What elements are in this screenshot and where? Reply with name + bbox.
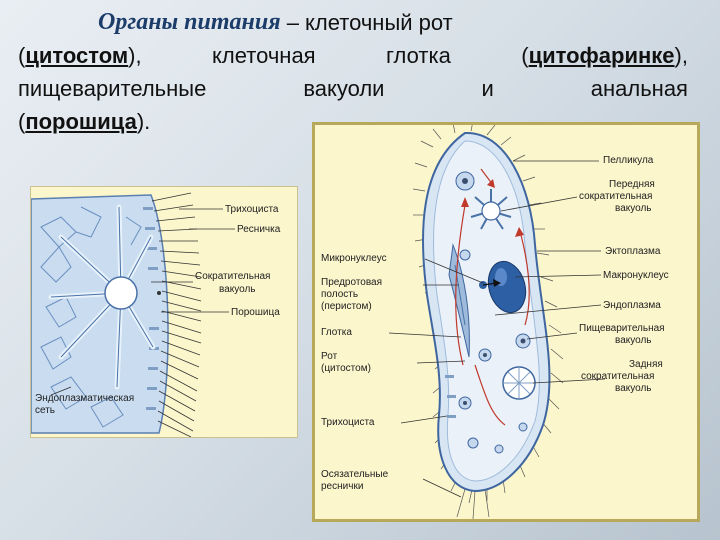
- label-preoral-1: Предротовая: [321, 277, 382, 288]
- label-ant-1: Передняя: [609, 179, 655, 190]
- paren-close: ),: [675, 43, 688, 68]
- term-cytopharynx: цитофаринке: [529, 43, 675, 68]
- paren-close: ).: [137, 105, 150, 138]
- word-i: и: [481, 72, 493, 105]
- label-post-1: Задняя: [629, 359, 663, 370]
- text-line-3: пищеварительные вакуоли и анальная: [18, 72, 688, 105]
- label-er-1: Эндоплазматическая: [35, 393, 134, 404]
- label-cv-2: вакуоль: [219, 284, 256, 295]
- label-ectoplasm: Эктоплазма: [605, 246, 661, 257]
- label-cv-1: Сократительная: [195, 271, 270, 282]
- label-digestive-1: Пищеварительная: [579, 323, 665, 334]
- contractile-vacuole: [105, 277, 137, 309]
- contractile-vacuole-diagram: Трихоциста Ресничка Сократительная вакуо…: [31, 187, 297, 437]
- paren-close: ),: [128, 43, 141, 68]
- paramecium-diagram: Пелликула Передняя сократительная вакуол…: [315, 125, 697, 519]
- label-trichocyst: Трихоциста: [321, 417, 375, 428]
- word-analnaya: анальная: [591, 72, 688, 105]
- label-post-2: сократительная: [581, 371, 654, 382]
- text-line-1: Органы питания – клеточный рот: [18, 6, 688, 39]
- slide-text: Органы питания – клеточный рот (цитостом…: [18, 6, 688, 138]
- label-ant-2: сократительная: [579, 191, 652, 202]
- label-macronucleus: Макронуклеус: [603, 270, 669, 281]
- right-diagram-panel: Пелликула Передняя сократительная вакуол…: [312, 122, 700, 522]
- word-glotka: глотка: [386, 39, 451, 72]
- label-poroshitsa: Порошица: [231, 307, 280, 318]
- label-mouth-1: Рот: [321, 351, 338, 362]
- label-endoplasm: Эндоплазма: [603, 300, 661, 311]
- slide-title: Органы питания: [98, 6, 281, 39]
- cytostome-group: (цитостом),: [18, 39, 142, 72]
- label-preoral-3: (перистом): [321, 301, 372, 312]
- posterior-contractile-vacuole: [503, 367, 535, 399]
- title-rest: – клеточный рот: [287, 6, 453, 39]
- left-diagram-panel: Трихоциста Ресничка Сократительная вакуо…: [30, 186, 298, 438]
- label-micronucleus: Микронуклеус: [321, 253, 387, 264]
- label-tactile-2: реснички: [321, 481, 363, 492]
- label-preoral-2: полость: [321, 289, 358, 300]
- label-cilium: Ресничка: [237, 224, 281, 235]
- label-tactile-1: Осязательные: [321, 469, 389, 480]
- cytopharynx-group: (цитофаринке),: [521, 39, 688, 72]
- label-er-2: сеть: [35, 405, 55, 416]
- label-trichocyst: Трихоциста: [225, 204, 279, 215]
- term-cytostome: цитостом: [25, 43, 128, 68]
- word-pishchevaritelnye: пищеварительные: [18, 72, 206, 105]
- label-pharynx: Глотка: [321, 327, 352, 338]
- label-post-3: вакуоль: [615, 383, 652, 394]
- label-mouth-2: (цитостом): [321, 363, 371, 374]
- label-digestive-2: вакуоль: [615, 335, 652, 346]
- pore: [157, 291, 161, 295]
- paren-open: (: [18, 105, 25, 138]
- label-ant-3: вакуоль: [615, 203, 652, 214]
- label-pellicle: Пелликула: [603, 155, 654, 166]
- text-line-2: (цитостом), клеточная глотка (цитофаринк…: [18, 39, 688, 72]
- word-vakuoli: вакуоли: [303, 72, 384, 105]
- term-cytoproct: порошица: [25, 105, 137, 138]
- word-kletochnaya: клеточная: [212, 39, 316, 72]
- paren-open: (: [521, 43, 528, 68]
